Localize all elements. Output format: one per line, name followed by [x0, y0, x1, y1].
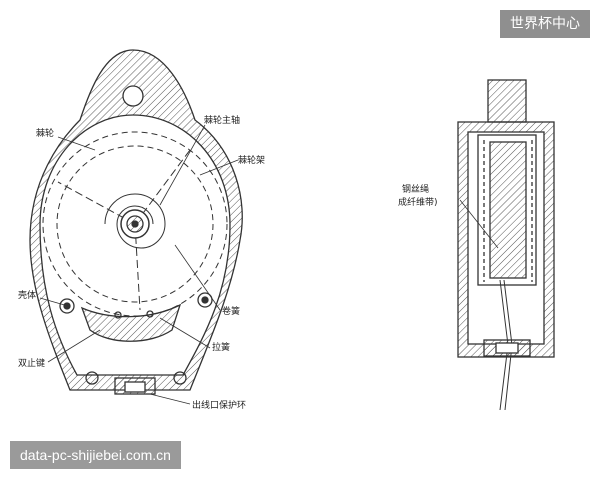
double-pawl — [80, 303, 182, 342]
side-bolt-right — [197, 292, 213, 308]
label-shell: 壳体 — [18, 289, 36, 301]
label-double-pawl: 双止键 — [18, 357, 45, 369]
label-ratchet-shaft: 棘轮主轴 — [204, 114, 240, 126]
label-tension-spring: 拉簧 — [212, 341, 230, 353]
label-coil-spring: 卷簧 — [222, 305, 240, 317]
leaders-left — [39, 124, 239, 405]
reel-core — [489, 141, 527, 279]
coil-spring — [104, 193, 166, 249]
label-outlet-ring: 出线口保护环 — [192, 399, 246, 411]
label-ratchet: 棘轮 — [36, 127, 54, 139]
housing-drawing — [29, 49, 243, 395]
side-bolt-left — [59, 298, 75, 314]
label-ratchet-frame: 棘轮架 — [238, 154, 265, 166]
ratchet-ring — [56, 145, 214, 303]
watermark-top: 世界杯中心 — [500, 10, 590, 38]
mount-hole — [122, 85, 144, 107]
top-shaft — [487, 79, 527, 123]
watermark-bottom: data-pc-shijiebei.com.cn — [10, 441, 181, 469]
side-section-drawing — [457, 79, 555, 411]
label-fiber-strap: 成纤维带) — [398, 196, 438, 208]
label-wire-rope: 钢丝绳 — [402, 183, 429, 195]
